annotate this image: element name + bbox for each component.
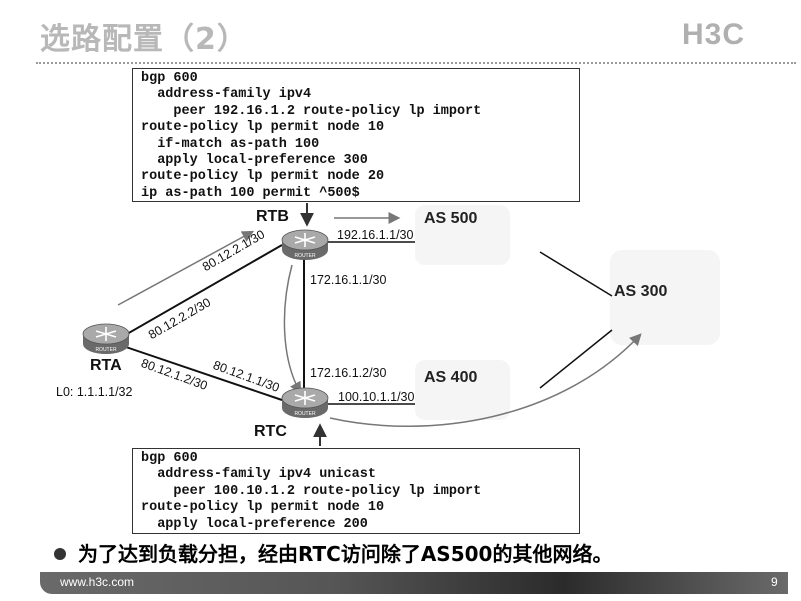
ip-rtb-rtc: 172.16.1.1/30 — [310, 273, 387, 287]
rtc-label: RTC — [254, 423, 287, 440]
config-line: apply local-preference 300 — [141, 152, 368, 168]
config-line: peer 100.10.1.2 route-policy lp import — [141, 483, 482, 499]
page-number: 9 — [771, 575, 778, 589]
link-as400-as300 — [539, 329, 613, 389]
h3c-logo: H3C — [682, 18, 746, 51]
link-rta-rtb — [119, 244, 283, 339]
header-divider — [36, 62, 796, 64]
svg-text:ROUTER: ROUTER — [294, 411, 316, 417]
config-line: route-policy lp permit node 10 — [141, 500, 385, 516]
footer-bar — [40, 572, 788, 594]
config-line: bgp 600 — [141, 71, 198, 86]
footer-url: www.h3c.com — [60, 575, 135, 589]
as500-cloud — [415, 205, 510, 265]
summary-text: 为了达到负载分担，经由RTC访问除了AS500的其他网络。 — [78, 542, 613, 566]
config-block-bottom: bgp 600 address-family ipv4 unicast peer… — [132, 448, 580, 534]
config-line: bgp 600 — [141, 451, 198, 466]
page-title: 选路配置（2） — [40, 22, 248, 57]
svg-text:ROUTER: ROUTER — [294, 253, 316, 259]
as500-label: AS 500 — [424, 210, 478, 227]
config-line: route-policy lp permit node 20 — [141, 169, 385, 185]
config-line: address-family ipv4 unicast — [141, 467, 376, 483]
config-line: address-family ipv4 — [141, 87, 312, 103]
traffic-arrow-rtb-rtc — [283, 264, 302, 395]
config-line: if-match as-path 100 — [141, 136, 320, 152]
rtc-router-icon: ROUTER — [281, 386, 329, 420]
config-line: ip as-path 100 permit ^500$ — [141, 185, 360, 201]
rta-router-icon: ROUTER — [82, 322, 130, 356]
rta-loopback-label: L0: 1.1.1.1/32 — [56, 385, 133, 399]
svg-text:ROUTER: ROUTER — [95, 347, 117, 353]
link-as500-as300 — [539, 251, 613, 297]
config-block-top: bgp 600 address-family ipv4 peer 192.16.… — [132, 68, 580, 202]
link-rta-rtc — [119, 344, 283, 401]
rtb-label: RTB — [256, 208, 289, 225]
as400-cloud — [415, 360, 510, 420]
config-line: apply local-preference 200 — [141, 516, 368, 532]
rtb-router-icon: ROUTER — [281, 228, 329, 262]
as300-cloud — [610, 250, 720, 345]
as300-label: AS 300 — [614, 283, 668, 300]
bullet-dot-icon — [54, 547, 66, 560]
as400-label: AS 400 — [424, 369, 478, 386]
rta-label: RTA — [90, 357, 122, 374]
config-line: route-policy lp permit node 10 — [141, 120, 385, 136]
traffic-arrow-rtc-as300 — [329, 333, 642, 427]
summary-bullet: 为了达到负载分担，经由RTC访问除了AS500的其他网络。 — [54, 538, 612, 567]
ip-rtb-as500: 192.16.1.1/30 — [337, 228, 414, 242]
traffic-arrow-rta-rtb — [117, 230, 255, 306]
ip-rtc-as400: 100.10.1.1/30 — [338, 390, 415, 404]
config-line: peer 192.16.1.2 route-policy lp import — [141, 103, 482, 119]
ip-rtc-rtb: 172.16.1.2/30 — [310, 366, 387, 380]
